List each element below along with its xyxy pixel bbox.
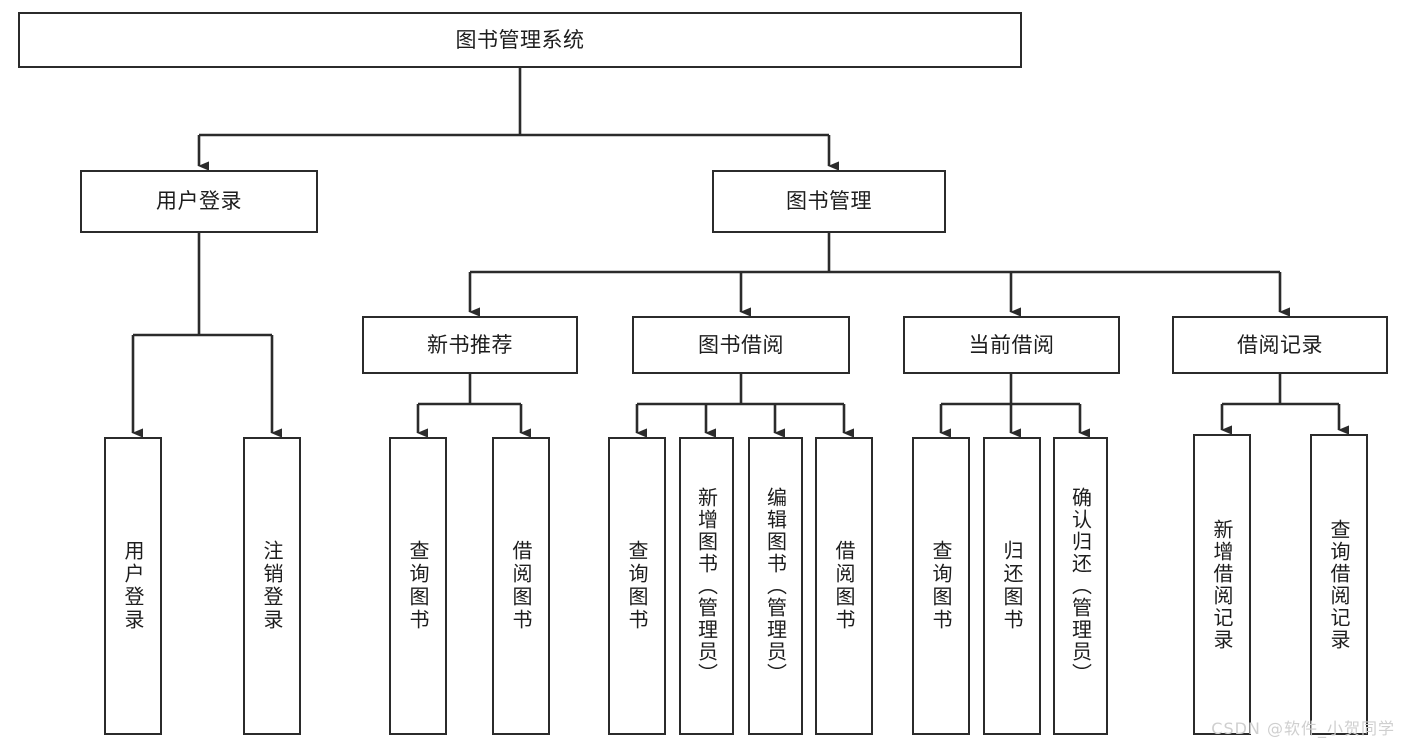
node-leaf-edit-book[interactable]: 编辑图书（管理员） bbox=[748, 437, 803, 735]
node-user-login[interactable]: 用户登录 bbox=[80, 170, 318, 233]
node-borrow-record[interactable]: 借阅记录 bbox=[1172, 316, 1388, 374]
node-leaf-query-book-3[interactable]: 查询图书 bbox=[912, 437, 970, 735]
node-leaf-borrow-book-2-label: 借阅图书 bbox=[832, 540, 856, 632]
node-leaf-query-book-2[interactable]: 查询图书 bbox=[608, 437, 666, 735]
node-borrow-record-label: 借阅记录 bbox=[1237, 332, 1323, 357]
node-leaf-query-book-1-label: 查询图书 bbox=[406, 540, 430, 632]
node-root-label: 图书管理系统 bbox=[455, 27, 585, 52]
node-leaf-confirm-return-label: 确认归还（管理员） bbox=[1068, 487, 1093, 685]
node-leaf-query-book-3-label: 查询图书 bbox=[929, 540, 953, 632]
node-leaf-add-record-label: 新增借阅记录 bbox=[1210, 518, 1234, 651]
node-leaf-borrow-book-2[interactable]: 借阅图书 bbox=[815, 437, 873, 735]
node-root[interactable]: 图书管理系统 bbox=[18, 12, 1022, 68]
node-book-borrow[interactable]: 图书借阅 bbox=[632, 316, 850, 374]
node-leaf-logout[interactable]: 注销登录 bbox=[243, 437, 301, 735]
node-user-login-label: 用户登录 bbox=[156, 189, 242, 214]
node-leaf-confirm-return[interactable]: 确认归还（管理员） bbox=[1053, 437, 1108, 735]
node-current-borrow[interactable]: 当前借阅 bbox=[903, 316, 1120, 374]
node-new-book-recommend-label: 新书推荐 bbox=[427, 332, 513, 357]
node-leaf-return-book-label: 归还图书 bbox=[1000, 540, 1024, 632]
node-leaf-query-record[interactable]: 查询借阅记录 bbox=[1310, 434, 1368, 735]
node-new-book-recommend[interactable]: 新书推荐 bbox=[362, 316, 578, 374]
node-leaf-user-login-label: 用户登录 bbox=[121, 540, 145, 632]
node-leaf-add-record[interactable]: 新增借阅记录 bbox=[1193, 434, 1251, 735]
node-leaf-add-book-label: 新增图书（管理员） bbox=[694, 487, 719, 685]
node-leaf-borrow-book-1-label: 借阅图书 bbox=[509, 540, 533, 632]
node-book-manage-label: 图书管理 bbox=[786, 189, 872, 214]
node-current-borrow-label: 当前借阅 bbox=[968, 332, 1055, 357]
node-leaf-logout-label: 注销登录 bbox=[260, 540, 284, 632]
node-leaf-edit-book-label: 编辑图书（管理员） bbox=[763, 487, 788, 685]
node-leaf-query-book-2-label: 查询图书 bbox=[625, 540, 649, 632]
node-leaf-return-book[interactable]: 归还图书 bbox=[983, 437, 1041, 735]
node-leaf-query-book-1[interactable]: 查询图书 bbox=[389, 437, 447, 735]
node-leaf-add-book[interactable]: 新增图书（管理员） bbox=[679, 437, 734, 735]
node-book-borrow-label: 图书借阅 bbox=[698, 332, 784, 357]
node-book-manage[interactable]: 图书管理 bbox=[712, 170, 946, 233]
node-leaf-query-record-label: 查询借阅记录 bbox=[1327, 518, 1351, 651]
node-leaf-user-login[interactable]: 用户登录 bbox=[104, 437, 162, 735]
node-leaf-borrow-book-1[interactable]: 借阅图书 bbox=[492, 437, 550, 735]
